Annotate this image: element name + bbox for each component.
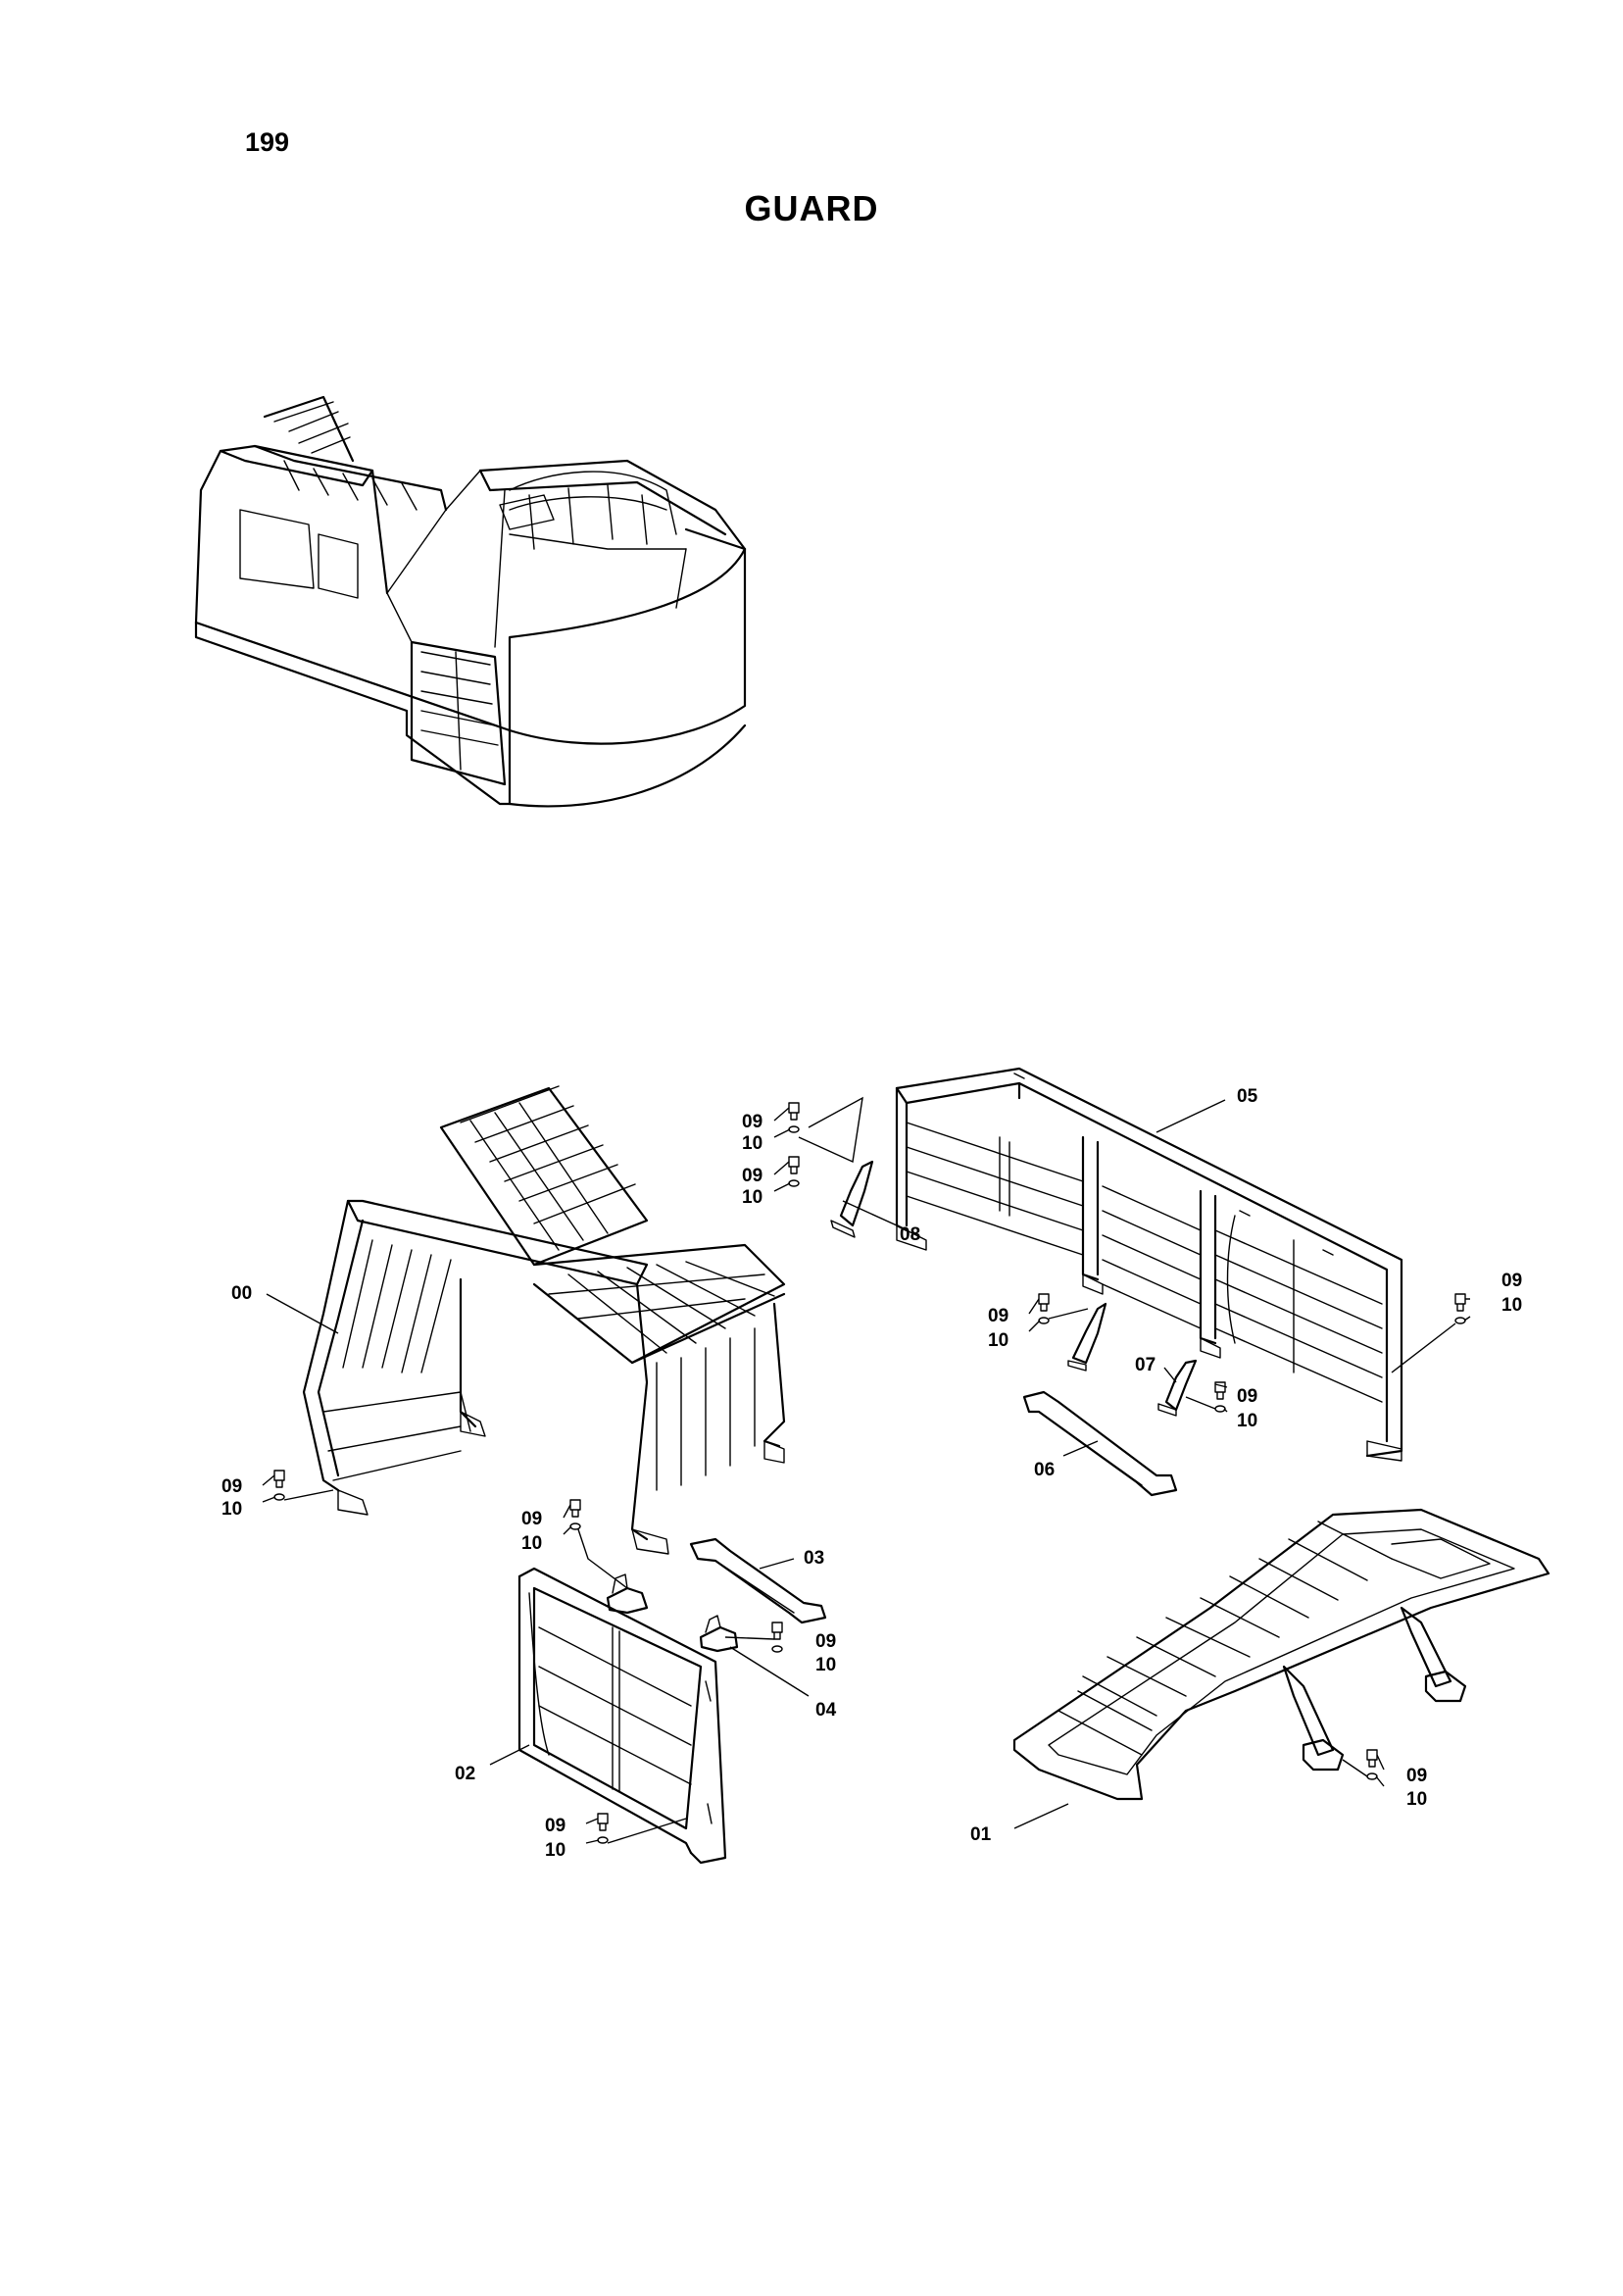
callout-09: 09 [742, 1112, 762, 1132]
callout-09: 09 [742, 1166, 762, 1186]
callout-01: 01 [970, 1824, 992, 1845]
callout-05: 05 [1237, 1086, 1258, 1107]
callout-09: 09 [1501, 1271, 1522, 1291]
callout-10: 10 [545, 1840, 566, 1861]
part-03-flat-bar [689, 1537, 827, 1624]
callout-00: 00 [231, 1283, 252, 1304]
callout-10: 10 [815, 1655, 836, 1675]
callout-10: 10 [742, 1133, 762, 1154]
callout-10: 10 [521, 1533, 542, 1554]
callout-09: 09 [221, 1476, 242, 1497]
part-00-cab-guard [302, 1085, 786, 1555]
callout-09: 09 [545, 1816, 566, 1836]
callout-10: 10 [1406, 1789, 1427, 1810]
callout-06: 06 [1034, 1460, 1055, 1480]
part-01-engine-guard [1012, 1508, 1550, 1801]
bracket-small [1067, 1302, 1107, 1372]
callout-09: 09 [1406, 1766, 1427, 1786]
part-02-door-guard [517, 1567, 727, 1865]
part-07-bracket [1157, 1359, 1198, 1417]
machine-overview-illustration [194, 395, 747, 808]
callout-10: 10 [221, 1499, 242, 1520]
callout-10: 10 [1501, 1295, 1522, 1316]
callout-10: 10 [1237, 1411, 1257, 1431]
callout-04: 04 [815, 1700, 837, 1721]
page-number: 199 [245, 127, 290, 157]
callout-10: 10 [742, 1187, 762, 1208]
callout-03: 03 [804, 1548, 824, 1569]
part-05-side-guard [895, 1067, 1403, 1462]
page-title: GUARD [744, 188, 879, 228]
leader-lines [262, 1096, 1471, 1844]
callout-09: 09 [988, 1306, 1008, 1326]
callout-02: 02 [455, 1764, 475, 1784]
callout-08: 08 [900, 1224, 920, 1245]
part-08-bracket [830, 1160, 874, 1238]
callout-10: 10 [988, 1330, 1008, 1351]
part-06-flat-bar [1022, 1390, 1178, 1497]
callout-labels: 00 01 02 03 04 05 06 07 08 09 10 09 10 0… [221, 1086, 1522, 1861]
callout-09: 09 [815, 1631, 836, 1652]
callout-07: 07 [1135, 1355, 1156, 1375]
callout-09: 09 [1237, 1386, 1257, 1407]
callout-09: 09 [521, 1509, 542, 1529]
